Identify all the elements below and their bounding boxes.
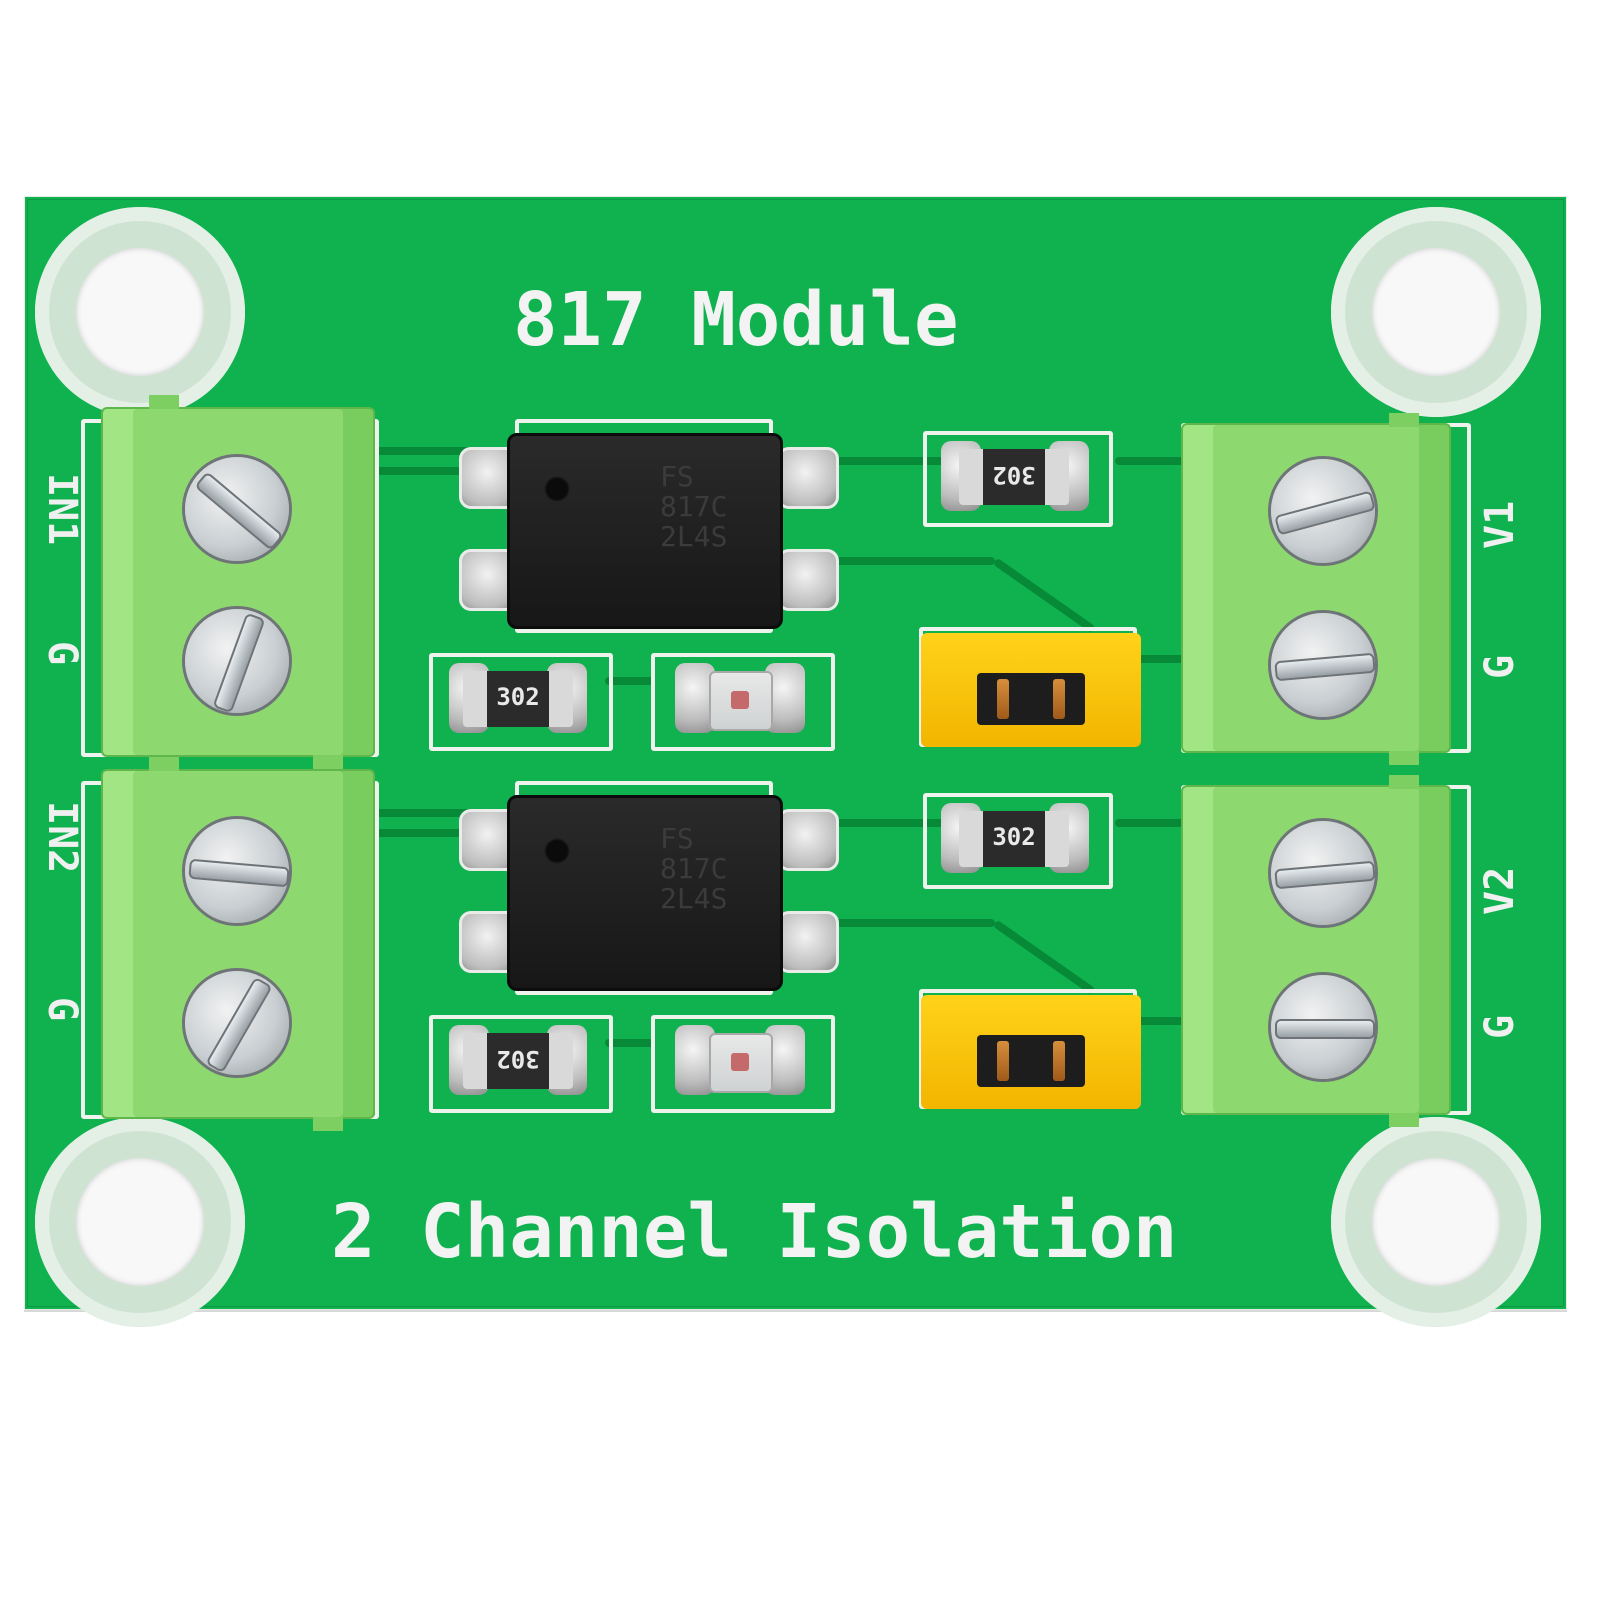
resistor-ch1-bottom: 302 <box>463 671 573 727</box>
trace <box>375 809 485 817</box>
pin1-dot <box>544 476 570 502</box>
resistor-ch2-bottom: 302 <box>463 1033 573 1089</box>
resistor-ch1-top: 302 <box>959 449 1069 505</box>
label-v2: V2 <box>1477 866 1523 915</box>
led-outline <box>651 653 835 751</box>
optocoupler-ch2: FS 817C 2L4S <box>507 795 783 991</box>
opto-pad <box>777 549 839 611</box>
trace <box>1135 1017 1185 1025</box>
optocoupler-ch1: FS 817C 2L4S <box>507 433 783 629</box>
jumper-pin <box>997 1041 1009 1081</box>
solder-joint <box>675 1025 715 1095</box>
solder-joint <box>675 663 715 733</box>
jumper-pin <box>1053 679 1065 719</box>
terminal-block-output-ch1 <box>1181 413 1451 765</box>
terminal-notch <box>1389 775 1419 789</box>
mount-hole-icon <box>35 1117 245 1327</box>
trace <box>1135 655 1185 663</box>
led-icon <box>709 1033 773 1093</box>
pin1-dot <box>544 838 570 864</box>
jumper-pin <box>1053 1041 1065 1081</box>
trace <box>825 457 945 465</box>
mount-hole-icon <box>1331 1117 1541 1327</box>
label-g-v2: G <box>1477 1014 1523 1039</box>
terminal-notch <box>1389 1113 1419 1127</box>
label-g-in1: G <box>39 641 85 666</box>
opto-pad <box>777 911 839 973</box>
jumper-window <box>977 1035 1085 1087</box>
trace <box>375 829 485 837</box>
board-subtitle: 2 Channel Isolation <box>331 1189 1178 1275</box>
board-title: 817 Module <box>513 277 959 363</box>
terminal-notch <box>313 1117 343 1131</box>
label-v1: V1 <box>1477 500 1523 549</box>
terminal-notch <box>1389 413 1419 427</box>
opto-pad <box>777 809 839 871</box>
trace <box>605 677 655 685</box>
jumper-pin <box>997 679 1009 719</box>
resistor-outline <box>429 653 613 751</box>
led-die <box>731 691 749 709</box>
screw-icon[interactable] <box>1271 975 1375 1079</box>
pcb-board: 817 Module 2 Channel Isolation IN1 G IN2… <box>24 196 1567 1327</box>
screw-icon[interactable] <box>1271 613 1376 717</box>
terminal-block-input-ch1 <box>101 395 375 769</box>
trace <box>605 1039 655 1047</box>
trace <box>825 919 995 927</box>
resistor-outline <box>923 793 1113 889</box>
opto-marking: FS 817C 2L4S <box>660 822 728 915</box>
terminal-notch <box>149 395 179 409</box>
trace <box>1115 457 1185 465</box>
screw-icon[interactable] <box>1271 459 1376 563</box>
led-die <box>731 1053 749 1071</box>
resistor-outline <box>429 1015 613 1113</box>
screw-icon[interactable] <box>185 971 289 1075</box>
jumper-icon[interactable] <box>921 633 1141 747</box>
screw-icon[interactable] <box>185 609 289 714</box>
board-edge <box>27 199 1564 1307</box>
terminal-notch <box>1389 751 1419 765</box>
terminal-block-output-ch2 <box>1181 775 1451 1127</box>
trace <box>375 467 485 475</box>
screw-icon[interactable] <box>185 457 289 561</box>
terminal-block-input-ch2 <box>101 757 375 1131</box>
screw-icon[interactable] <box>185 819 290 923</box>
mount-hole-icon <box>35 207 245 417</box>
label-in1: IN1 <box>39 473 85 546</box>
terminal-notch <box>313 755 343 769</box>
resistor-code: 302 <box>992 823 1036 851</box>
trace <box>1115 819 1185 827</box>
led-icon <box>709 671 773 731</box>
label-g-v1: G <box>1477 654 1523 679</box>
label-g-in2: G <box>39 997 85 1022</box>
terminal-notch <box>149 757 179 771</box>
jumper-icon[interactable] <box>921 995 1141 1109</box>
jumper-window <box>977 673 1085 725</box>
resistor-ch2-top: 302 <box>959 811 1069 867</box>
opto-marking: FS 817C 2L4S <box>660 460 728 553</box>
label-in2: IN2 <box>39 801 85 874</box>
trace <box>375 447 485 455</box>
resistor-code: 302 <box>496 1045 540 1073</box>
trace <box>825 819 945 827</box>
resistor-outline <box>923 431 1113 527</box>
led-outline <box>651 1015 835 1113</box>
opto-pad <box>777 447 839 509</box>
resistor-code: 302 <box>992 461 1036 489</box>
trace <box>825 557 995 565</box>
resistor-code: 302 <box>496 683 540 711</box>
mount-hole-icon <box>1331 207 1541 417</box>
screw-icon[interactable] <box>1271 821 1376 925</box>
